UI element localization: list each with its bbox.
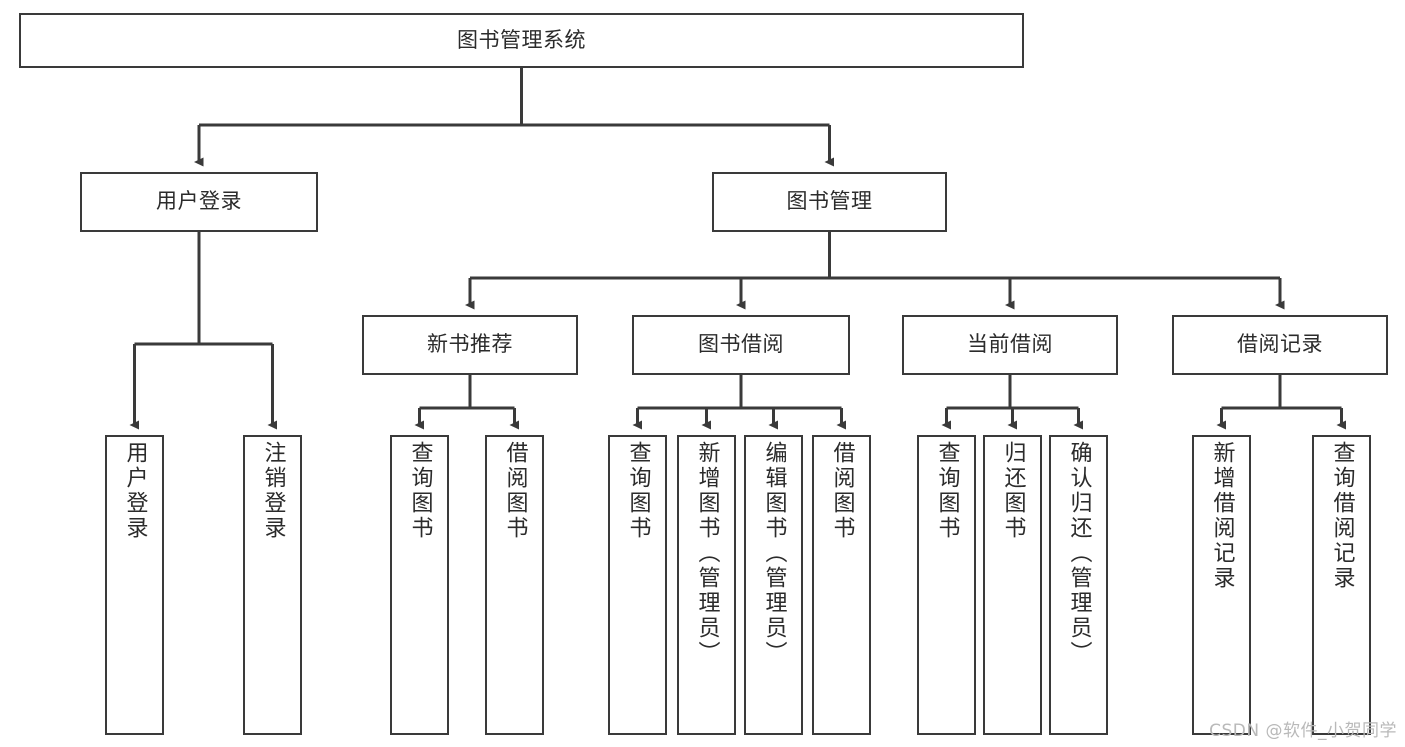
node-label-user-login: 用户登录: [156, 189, 242, 214]
node-label-current-borrow: 当前借阅: [967, 332, 1053, 357]
node-label-new-book-recommend: 新书推荐: [427, 332, 513, 357]
node-label-leaf-query-book-borrow: 查询图书: [625, 441, 651, 541]
node-label-leaf-query-borrow-record: 查询借阅记录: [1329, 441, 1355, 591]
node-label-leaf-query-book-rec: 查询图书: [407, 441, 433, 541]
node-leaf-edit-book-admin[interactable]: 编辑图书（管理员）: [744, 435, 803, 735]
node-label-leaf-add-book-admin: 新增图书（管理员）: [694, 441, 720, 666]
node-leaf-query-book-borrow[interactable]: 查询图书: [608, 435, 667, 735]
node-label-leaf-return-book: 归还图书: [1000, 441, 1026, 541]
node-label-book-manage: 图书管理: [786, 189, 873, 214]
node-leaf-user-logout[interactable]: 注销登录: [243, 435, 302, 735]
watermark-text: CSDN @软件_小贺同学: [1209, 721, 1397, 741]
node-leaf-query-book-current[interactable]: 查询图书: [917, 435, 976, 735]
node-root[interactable]: 图书管理系统: [19, 13, 1024, 68]
node-label-leaf-edit-book-admin: 编辑图书（管理员）: [761, 441, 787, 666]
node-leaf-return-book[interactable]: 归还图书: [983, 435, 1042, 735]
node-leaf-borrow-book[interactable]: 借阅图书: [812, 435, 871, 735]
node-label-leaf-user-login: 用户登录: [122, 441, 148, 541]
node-label-book-borrow: 图书借阅: [698, 332, 784, 357]
node-leaf-add-borrow-record[interactable]: 新增借阅记录: [1192, 435, 1251, 735]
node-borrow-record[interactable]: 借阅记录: [1172, 315, 1388, 375]
node-label-leaf-borrow-book-rec: 借阅图书: [502, 441, 528, 541]
node-label-leaf-borrow-book: 借阅图书: [829, 441, 855, 541]
node-leaf-query-book-rec[interactable]: 查询图书: [390, 435, 449, 735]
node-leaf-confirm-return-admin[interactable]: 确认归还（管理员）: [1049, 435, 1108, 735]
node-label-root: 图书管理系统: [457, 27, 586, 52]
node-new-book-recommend[interactable]: 新书推荐: [362, 315, 578, 375]
node-current-borrow[interactable]: 当前借阅: [902, 315, 1118, 375]
node-label-borrow-record: 借阅记录: [1237, 332, 1323, 357]
node-label-leaf-add-borrow-record: 新增借阅记录: [1209, 441, 1235, 591]
node-label-leaf-confirm-return-admin: 确认归还（管理员）: [1066, 441, 1092, 666]
node-user-login[interactable]: 用户登录: [80, 172, 318, 232]
node-book-manage[interactable]: 图书管理: [712, 172, 947, 232]
node-leaf-query-borrow-record[interactable]: 查询借阅记录: [1312, 435, 1371, 735]
node-label-leaf-user-logout: 注销登录: [260, 441, 286, 541]
node-leaf-user-login[interactable]: 用户登录: [105, 435, 164, 735]
node-leaf-borrow-book-rec[interactable]: 借阅图书: [485, 435, 544, 735]
node-leaf-add-book-admin[interactable]: 新增图书（管理员）: [677, 435, 736, 735]
node-label-leaf-query-book-current: 查询图书: [934, 441, 960, 541]
node-book-borrow[interactable]: 图书借阅: [632, 315, 850, 375]
